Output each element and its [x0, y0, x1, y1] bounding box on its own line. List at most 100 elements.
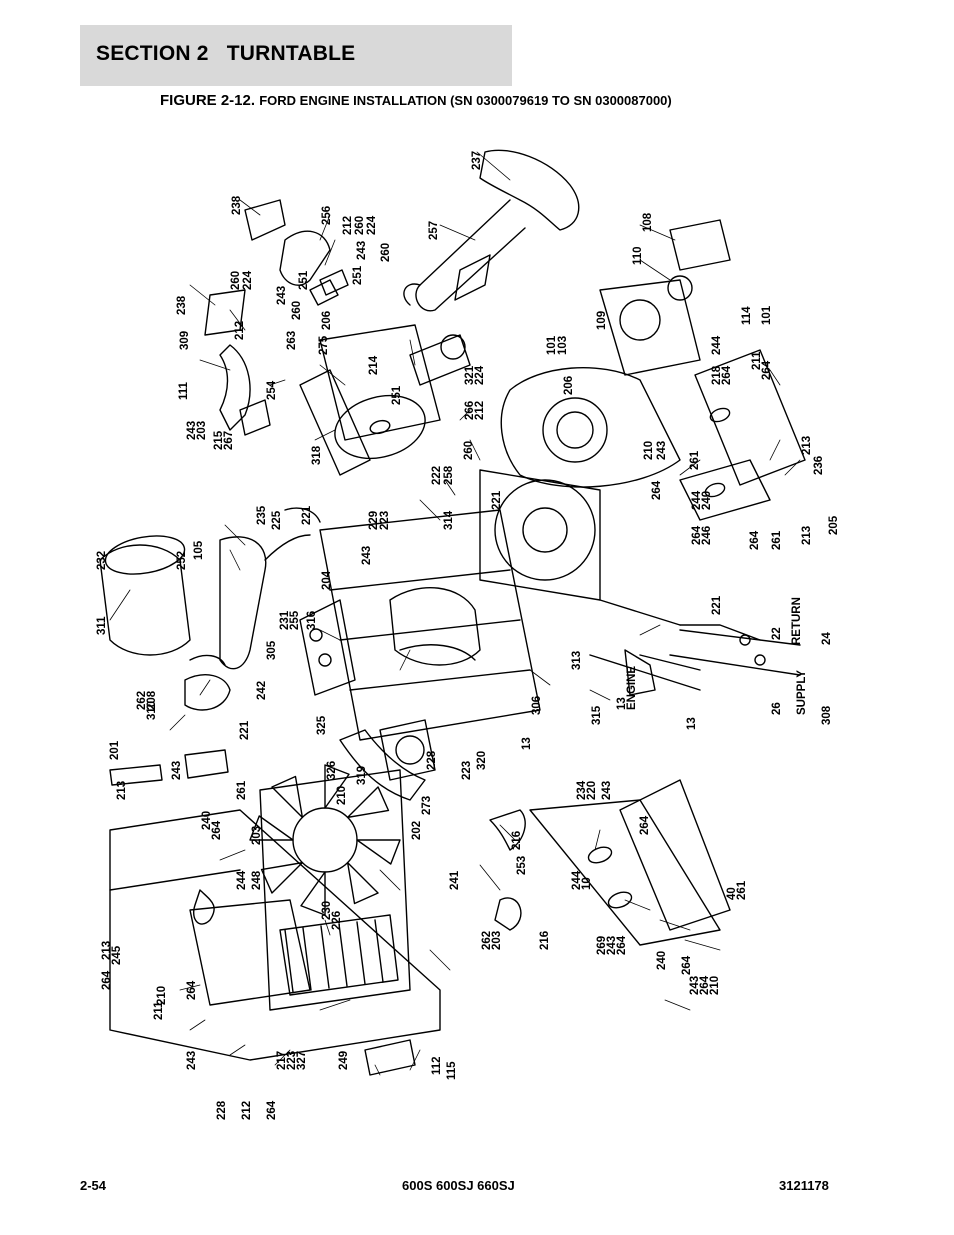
leader-line	[379, 869, 401, 891]
callout-label: 223	[286, 1051, 298, 1070]
leader-line	[319, 214, 331, 241]
callout-label: 208	[146, 690, 158, 710]
isolator-b	[704, 482, 726, 498]
callout-label: 266	[464, 401, 476, 420]
pump-o-ring	[667, 275, 693, 301]
callout-label: 223	[379, 511, 391, 530]
heat-shield-upper	[244, 199, 286, 241]
leader-line	[589, 689, 611, 701]
leader-line	[429, 949, 451, 971]
callout-label: 260	[354, 216, 366, 235]
callout-label: 206	[321, 311, 333, 330]
leader-line	[639, 224, 676, 241]
figure-caption: FIGURE 2-12. FORD ENGINE INSTALLATION (S…	[160, 92, 672, 109]
callout-label: 10	[581, 877, 593, 890]
bracket-244	[489, 809, 526, 851]
leader-line	[769, 439, 781, 461]
callout-label: 235	[256, 505, 268, 525]
cushion-273	[109, 764, 163, 786]
callout-label: 243	[656, 441, 668, 460]
callout-label: 111	[178, 381, 190, 400]
callout-label: 257	[428, 221, 440, 240]
fan-blade	[346, 861, 379, 905]
leader-line	[324, 919, 331, 936]
radiator-fin	[374, 919, 384, 983]
callout-label: 264	[699, 975, 711, 995]
callout-label: 230	[321, 901, 333, 920]
callout-label: 240	[201, 811, 213, 830]
callout-label: 246	[701, 526, 713, 545]
callout-label: 275	[318, 335, 330, 355]
callout-label: 213	[801, 526, 813, 545]
callout-label: 221	[491, 490, 503, 510]
callout-label: 237	[471, 151, 483, 170]
callout-label: 202	[411, 821, 423, 840]
cable-2	[589, 654, 701, 691]
callout-label: 243	[186, 1051, 198, 1070]
fan-blade	[356, 839, 401, 865]
document-number: 3121178	[779, 1178, 829, 1193]
callout-label: 311	[96, 616, 108, 635]
muffler-mount-bracket	[299, 369, 371, 476]
section-name: TURNTABLE	[226, 42, 356, 65]
leader-line	[684, 939, 721, 951]
rear-isolator-a	[587, 846, 613, 864]
callout-label: 260	[291, 301, 303, 320]
leader-line	[179, 984, 201, 991]
radiator-fin	[356, 921, 366, 985]
callout-label: 212	[241, 1101, 253, 1120]
air-cleaner-cap	[104, 535, 186, 575]
callout-label: 320	[476, 751, 488, 770]
leader-line	[444, 479, 456, 496]
callout-label: 249	[338, 1051, 350, 1070]
leader-line	[459, 409, 471, 421]
pump-cover	[669, 219, 731, 271]
leader-line	[499, 824, 516, 841]
manifold-runner	[399, 644, 476, 661]
leader-line	[439, 224, 476, 241]
leader-line	[476, 151, 511, 181]
intake-tube	[219, 536, 267, 670]
throttle-bracket	[679, 624, 761, 641]
callout-label: 217	[276, 1051, 288, 1070]
callout-label: 253	[516, 856, 528, 875]
callout-label: 205	[828, 515, 840, 535]
leader-line	[529, 669, 551, 686]
callout-label: 206	[563, 376, 575, 395]
callout-label: 226	[331, 911, 343, 930]
callout-label: 105	[193, 540, 205, 560]
callout-label: 262	[136, 691, 148, 710]
leader-line	[169, 714, 186, 731]
callout-label: 234	[576, 780, 588, 800]
alternator	[379, 719, 436, 781]
leader-line	[314, 429, 336, 441]
callout-label: 264	[721, 365, 733, 385]
callout-label: 203	[251, 826, 263, 845]
callout-label: 261	[689, 450, 701, 470]
callout-label: 212	[474, 401, 486, 420]
callout-label: 260	[230, 271, 242, 290]
callout-label: 112	[431, 1056, 443, 1075]
callout-label: 114	[741, 306, 753, 325]
callout-label: 261	[736, 880, 748, 900]
fuel-injection-module	[299, 599, 356, 696]
callout-label: 213	[801, 436, 813, 455]
exhaust-elbow-lower	[219, 344, 251, 431]
callout-label: 26	[771, 702, 783, 715]
leader-line	[199, 679, 211, 696]
callout-label: 13	[521, 737, 533, 750]
radiator-support	[189, 899, 311, 1006]
muffler-outlet	[369, 419, 391, 435]
callout-label: 264	[681, 955, 693, 975]
leader-line	[624, 899, 651, 911]
leader-line	[659, 919, 691, 931]
figure-number: FIGURE 2-12.	[160, 92, 256, 109]
callout-label: 306	[531, 696, 543, 715]
callout-label: 215	[213, 430, 225, 450]
callout-label: 243	[186, 421, 198, 440]
callout-label: 264	[101, 970, 113, 990]
callout-label: 13	[616, 697, 628, 710]
callout-label: 260	[463, 441, 475, 460]
callout-label: 224	[366, 215, 378, 235]
